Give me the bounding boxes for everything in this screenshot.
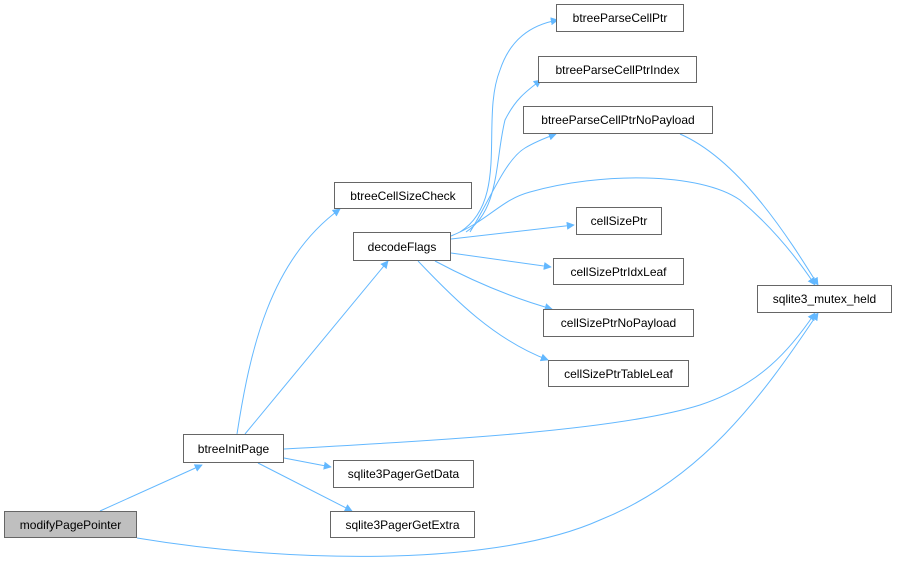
node-decodeFlags[interactable]: decodeFlags bbox=[353, 232, 451, 261]
node-cellSizePtrNoPayload[interactable]: cellSizePtrNoPayload bbox=[543, 309, 694, 337]
edge-modifyPagePointer-to-btreeInitPage bbox=[99, 464, 203, 512]
node-btreeParseCellPtrIndex[interactable]: btreeParseCellPtrIndex bbox=[538, 56, 697, 83]
node-btreeParseCellPtr[interactable]: btreeParseCellPtr bbox=[556, 4, 684, 32]
node-sqlite3PagerGetExtra[interactable]: sqlite3PagerGetExtra bbox=[330, 511, 475, 538]
edge-btreeInitPage-to-sqlite3PagerGetData bbox=[283, 457, 332, 470]
edge-decodeFlags-to-cellSizePtrIdxLeaf bbox=[450, 252, 552, 270]
node-modifyPagePointer: modifyPagePointer bbox=[4, 511, 137, 538]
edge-modifyPagePointer-to-sqlite3_mutex_held bbox=[136, 312, 819, 557]
edge-decodeFlags-to-cellSizePtr bbox=[450, 221, 575, 240]
node-sqlite3_mutex_held[interactable]: sqlite3_mutex_held bbox=[757, 285, 892, 313]
node-sqlite3PagerGetData[interactable]: sqlite3PagerGetData bbox=[333, 460, 474, 488]
edge-decodeFlags-to-cellSizePtrTableLeaf bbox=[417, 260, 549, 362]
edge-decodeFlags-to-cellSizePtrNoPayload bbox=[434, 260, 553, 311]
node-btreeParseCellPtrNoPayload[interactable]: btreeParseCellPtrNoPayload bbox=[523, 106, 713, 134]
node-cellSizePtrIdxLeaf[interactable]: cellSizePtrIdxLeaf bbox=[553, 258, 684, 285]
node-cellSizePtrTableLeaf[interactable]: cellSizePtrTableLeaf bbox=[548, 360, 689, 387]
edge-btreeInitPage-to-btreeCellSizeCheck bbox=[236, 208, 341, 435]
edge-btreeInitPage-to-decodeFlags bbox=[244, 260, 389, 435]
edge-btreeCellSizeCheck-to-btreeParseCellPtrNoPayload bbox=[469, 132, 557, 233]
edge-btreeInitPage-to-sqlite3PagerGetExtra bbox=[257, 462, 353, 512]
node-btreeCellSizeCheck[interactable]: btreeCellSizeCheck bbox=[334, 182, 472, 209]
edge-btreeCellSizeCheck-to-btreeParseCellPtrIndex bbox=[465, 79, 542, 233]
node-btreeInitPage[interactable]: btreeInitPage bbox=[183, 434, 284, 463]
edge-btreeInitPage-to-sqlite3_mutex_held bbox=[283, 312, 816, 450]
edge-btreeCellSizeCheck-to-btreeParseCellPtr bbox=[459, 17, 559, 233]
edge-decodeFlags-to-sqlite3_mutex_held bbox=[450, 177, 816, 286]
node-cellSizePtr[interactable]: cellSizePtr bbox=[576, 207, 662, 235]
edge-btreeParseCellPtrNoPayload-to-sqlite3_mutex_held bbox=[679, 133, 819, 286]
